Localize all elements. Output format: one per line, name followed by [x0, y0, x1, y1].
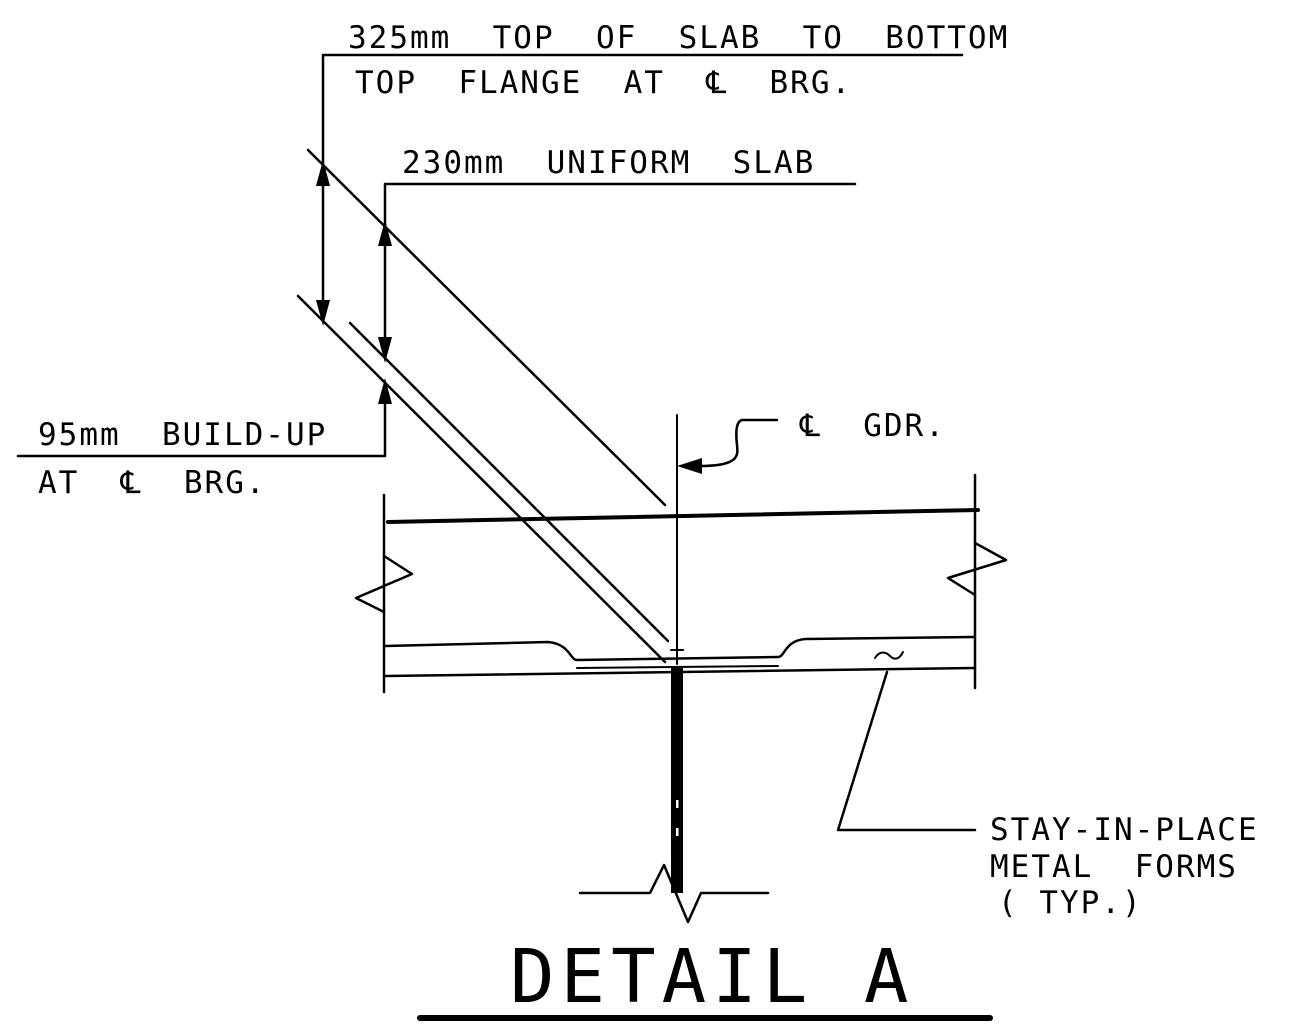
leader-325mm — [321, 53, 964, 182]
girder-web — [578, 668, 770, 924]
note-95mm-line2: AT ℄ BRG. — [38, 465, 267, 501]
slab-slope-lines — [296, 148, 670, 664]
note-girder-centerline: ℄ GDR. — [799, 408, 946, 444]
dimension-95mm — [378, 378, 392, 404]
leader-forms — [836, 670, 977, 832]
arrowhead-up — [378, 378, 392, 404]
arrowhead-down — [378, 337, 392, 363]
note-forms-line3: ( TYP.) — [998, 885, 1143, 921]
note-230mm: 230mm UNIFORM SLAB — [402, 145, 815, 181]
leader-230mm — [383, 182, 857, 227]
dimension-325mm — [316, 160, 330, 326]
break-symbol-left — [354, 554, 414, 614]
arrowhead-down — [316, 300, 330, 326]
dimension-230mm — [378, 220, 392, 363]
note-325mm-line1: 325mm TOP OF SLAB TO BOTTOM — [348, 20, 1009, 56]
metal-forms — [383, 635, 976, 669]
arrowhead-left — [677, 458, 702, 474]
arrowhead-up — [378, 220, 392, 246]
break-symbol-right — [946, 541, 1008, 597]
note-95mm-line1: 95mm BUILD-UP — [38, 417, 327, 453]
arrowhead-up — [316, 160, 330, 186]
note-forms-line2: METAL FORMS — [990, 849, 1238, 885]
detail-title: DETAIL A — [510, 934, 914, 1020]
note-forms-line1: STAY-IN-PLACE — [990, 812, 1259, 848]
break-symbol-bottom — [578, 863, 770, 924]
girder-centerline — [670, 414, 779, 665]
tilde-mark — [874, 651, 904, 660]
leader-95mm — [16, 388, 387, 458]
note-325mm-line2: TOP FLANGE AT ℄ BRG. — [355, 65, 852, 101]
